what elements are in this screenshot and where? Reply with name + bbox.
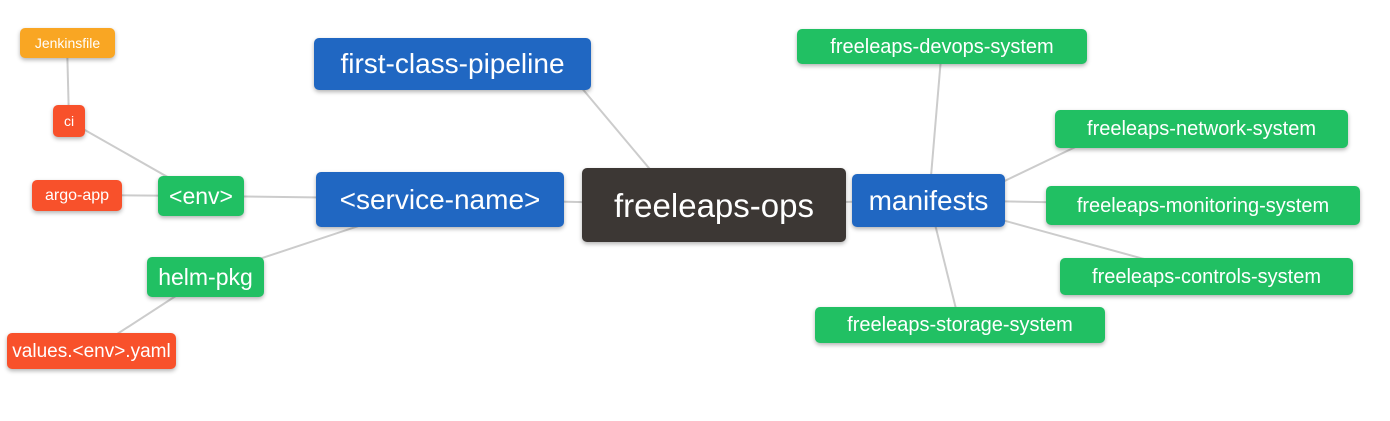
node-freeleaps-controls-system[interactable]: freeleaps-controls-system: [1060, 258, 1353, 295]
edge-manifests-to-freeleaps-network-system: [989, 139, 1091, 189]
node-freeleaps-devops-system[interactable]: freeleaps-devops-system: [797, 29, 1087, 64]
node-freeleaps-storage-system[interactable]: freeleaps-storage-system: [815, 307, 1105, 343]
node-freeleaps-monitoring-system[interactable]: freeleaps-monitoring-system: [1046, 186, 1360, 225]
node-env[interactable]: <env>: [158, 176, 244, 216]
node-freeleaps-network-system[interactable]: freeleaps-network-system: [1055, 110, 1348, 148]
node-first-class-pipeline[interactable]: first-class-pipeline: [314, 38, 591, 90]
node-ci[interactable]: ci: [53, 105, 85, 137]
node-freeleaps-ops[interactable]: freeleaps-ops: [582, 168, 846, 242]
node-manifests[interactable]: manifests: [852, 174, 1005, 227]
node-jenkinsfile[interactable]: Jenkinsfile: [20, 28, 115, 58]
node-service-name[interactable]: <service-name>: [316, 172, 564, 227]
node-values-env-yaml[interactable]: values.<env>.yaml: [7, 333, 176, 369]
node-helm-pkg[interactable]: helm-pkg: [147, 257, 264, 297]
node-argo-app[interactable]: argo-app: [32, 180, 122, 211]
